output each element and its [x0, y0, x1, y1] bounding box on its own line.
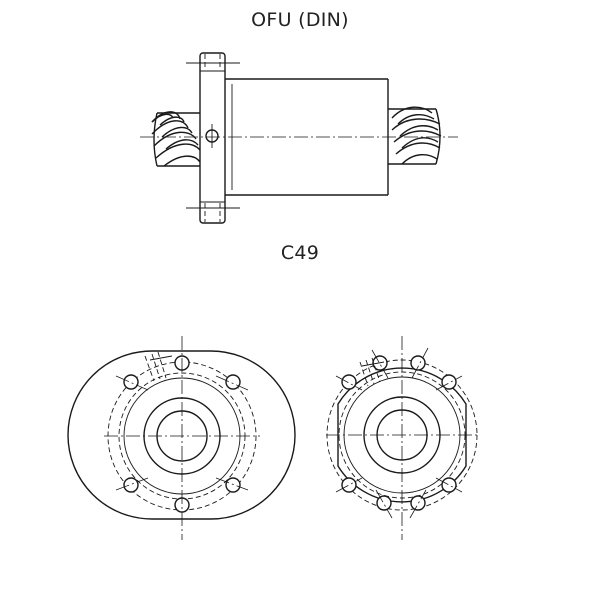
bolt-hole — [225, 477, 241, 493]
bolt-hole — [410, 495, 426, 511]
front-view-left — [67, 336, 296, 540]
front-view-right — [326, 336, 478, 540]
right-screw-thread — [388, 106, 442, 165]
bolt-hole — [225, 374, 241, 390]
model-code-label: C49 — [280, 242, 320, 264]
bolt-hole — [341, 477, 357, 493]
bolt-hole — [441, 374, 457, 390]
right-thread-helix — [391, 106, 442, 165]
drawing-title: OFU (DIN) — [251, 9, 349, 31]
left-screw-thread — [151, 111, 201, 167]
left-thread-helix — [151, 111, 201, 167]
side-view — [140, 52, 458, 224]
bolt-hole — [123, 477, 139, 493]
bolt-hole — [410, 355, 426, 371]
bolt-hole — [341, 374, 357, 390]
flange — [199, 52, 226, 224]
bolt-hole — [441, 477, 457, 493]
bolt-hole — [123, 374, 139, 390]
bolt-hole — [376, 495, 392, 511]
